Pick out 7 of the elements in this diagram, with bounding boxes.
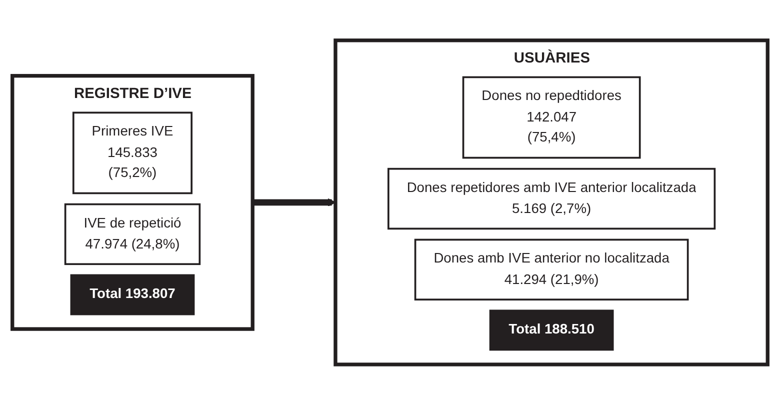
node-box: Dones amb IVE anterior no localitzada 41.294 (21,9%) bbox=[414, 238, 689, 301]
node-box: Total 193.807 bbox=[70, 274, 195, 316]
node-box: Dones no repedtidores 142.047 (75,4%) bbox=[462, 76, 641, 159]
node-box: IVE de repetició 47.974 (24,8%) bbox=[64, 203, 201, 266]
node-box: Dones repetidores amb IVE anterior localitzada 5.169 (2,7%) bbox=[388, 168, 716, 230]
node-box: Primeres IVE 145.833 (75,2%) bbox=[72, 112, 192, 194]
node-box: Total 188.510 bbox=[489, 310, 614, 351]
